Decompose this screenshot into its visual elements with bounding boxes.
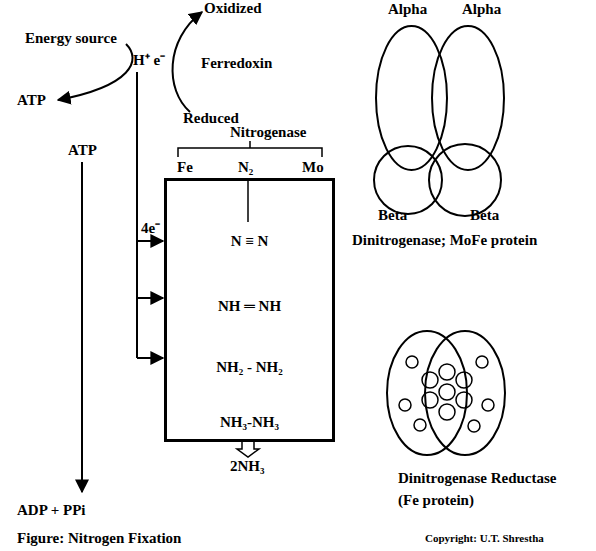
cluster-circle: [414, 419, 426, 431]
text-label: (Fe protein): [398, 492, 474, 509]
cluster-circle: [468, 420, 480, 432]
reaction-step: N ≡ N: [167, 233, 332, 250]
electron-line: [136, 72, 138, 358]
subunit-ellipse: [376, 26, 447, 170]
subunit-label: Alpha: [462, 1, 501, 18]
cluster-circle: [422, 392, 438, 408]
outline: [373, 145, 443, 215]
bracket: [178, 141, 322, 157]
fe-protein-lobe: [425, 331, 505, 455]
text-label: Dinitrogenase; MoFe protein: [352, 232, 537, 249]
text-label: Nitrogenase: [230, 124, 306, 141]
text-label: Fe: [177, 159, 193, 176]
subunit-circle: [374, 146, 442, 214]
cluster-circle: [399, 399, 411, 411]
fe-protein-lobe: [387, 331, 467, 455]
cluster-circle: [456, 392, 472, 408]
subunit-circle: [429, 144, 501, 216]
outline: [431, 25, 505, 171]
energy-curve: [58, 44, 133, 100]
cluster-circle: [439, 384, 455, 400]
cluster-circle: [439, 404, 455, 420]
beta-subunit: Beta: [373, 145, 443, 215]
atp-arrow: [81, 162, 83, 492]
subunit-label: Beta: [470, 207, 499, 224]
subunit-label: Beta: [378, 207, 407, 224]
cluster-circle: [406, 356, 418, 368]
cluster-circle: [476, 356, 488, 368]
electron-arrow: [137, 357, 163, 359]
cluster-circle: [482, 399, 494, 411]
reaction-step: NH ═ NH: [167, 298, 332, 315]
text-label: 4e⁻: [141, 220, 160, 237]
text-label: H⁺ e⁻: [133, 52, 165, 69]
text-label: Copyright: U.T. Shrestha: [425, 530, 544, 547]
nitrogenase-box: N ≡ N NH ═ NH NH₂ - NH₂ NH₃-NH₃: [164, 178, 335, 442]
outline: [428, 143, 502, 217]
hollow-arrow: [237, 441, 259, 457]
figure-caption: Figure: Nitrogen Fixation: [17, 530, 181, 547]
text-label: ATP: [68, 142, 97, 159]
beta-subunit: Beta: [428, 143, 502, 217]
ferredoxin-curve: [173, 12, 202, 112]
text-label: 2NH₃: [230, 458, 265, 475]
outline: [375, 25, 448, 171]
text-label: Dinitrogenase Reductase: [398, 470, 556, 487]
reaction-step: NH₃-NH₃: [167, 414, 332, 431]
text-label: Energy source: [25, 30, 117, 47]
text-label: Oxidized: [204, 0, 262, 17]
electron-arrow: [137, 240, 163, 242]
reaction-step: NH₂ - NH₂: [167, 359, 332, 376]
text-label: Ferredoxin: [201, 55, 272, 72]
text-label: ATP: [17, 92, 46, 109]
text-label: N₂: [238, 159, 253, 176]
alpha-subunit: Alpha: [431, 25, 505, 171]
subunit-ellipse: [432, 26, 504, 170]
alpha-subunit: Alpha: [375, 25, 448, 171]
subunit-label: Alpha: [388, 1, 427, 18]
cluster-circle: [456, 372, 472, 388]
text-label: ADP + PPi: [17, 502, 86, 519]
cluster-circle: [439, 364, 455, 380]
bond-line: [247, 178, 249, 222]
electron-arrow: [137, 297, 163, 299]
text-label: Mo: [302, 159, 324, 176]
cluster-circle: [422, 372, 438, 388]
